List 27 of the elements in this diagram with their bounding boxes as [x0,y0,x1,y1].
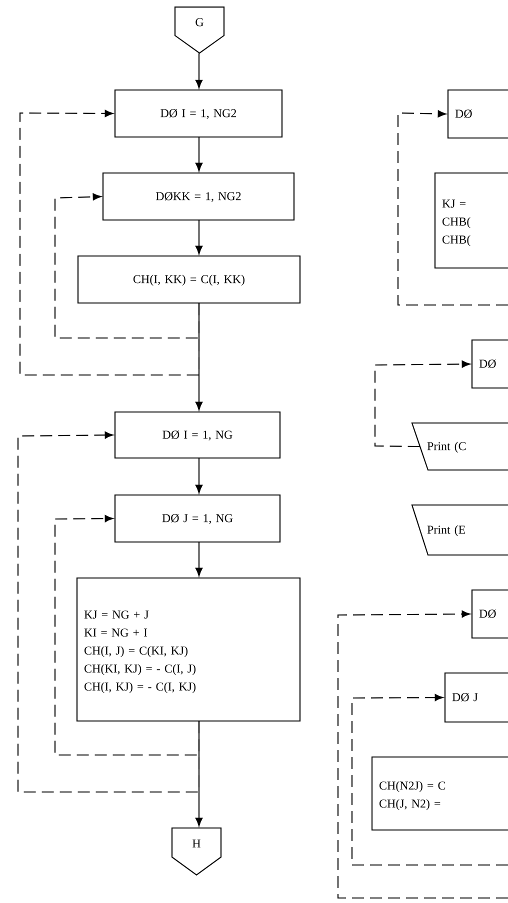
offpage-connector: H [171,827,222,876]
arrow [19,110,200,376]
process-box: DØ [471,589,508,639]
arrow [17,432,200,793]
arrow [195,53,203,88]
process-box: DØ I = 1, NG2 [114,89,283,138]
process-box: KJ = CHB( CHB( [434,172,508,269]
arrow [351,694,508,866]
process-box: CH(I, KK) = C(I, KK) [77,255,301,304]
offpage-connector: G [174,6,225,54]
process-box: CH(N2J) = C CH(J, N2) = [371,756,508,831]
process-box: DØ I = 1, NG [114,411,281,459]
arrow [374,360,470,448]
process-box: DØ J = 1, NG [114,494,281,543]
process-box: DØ J [444,672,508,723]
arrow [54,193,200,339]
arrow [397,110,508,306]
process-box: KJ = NG + J KI = NG + I CH(I, J) = C(KI, KJ) CH(KI, KJ) = - C(I, J) CH(I, KJ) = - C(I, KJ) [76,577,301,722]
arrow [195,458,203,494]
arrow [337,610,508,899]
arrow [54,515,200,756]
arrow [195,137,203,172]
process-box: DØKK = 1, NG2 [102,172,295,221]
arrow [195,542,203,576]
arrow [195,220,203,254]
process-box: DØ [447,89,508,139]
process-box: DØ [471,339,508,389]
